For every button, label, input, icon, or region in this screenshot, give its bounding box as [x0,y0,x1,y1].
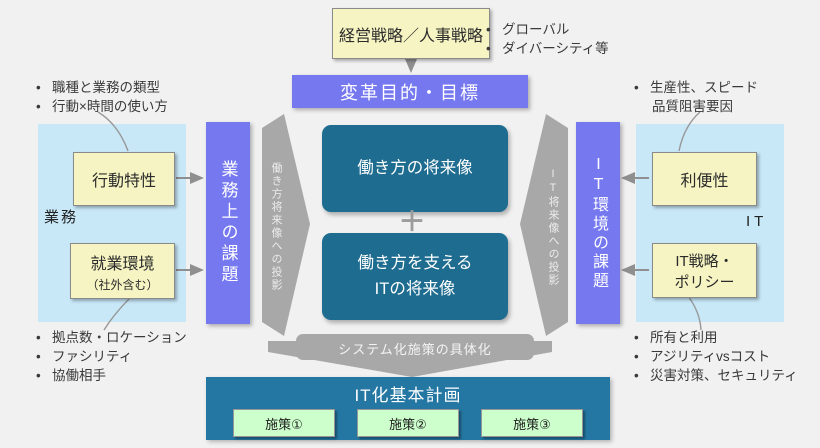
strategy-box-label: 経営戦略／人事戦略 [338,27,483,45]
bullet-item: 拠点数・ロケーション [32,328,187,347]
right-projection-arrow-shape [520,114,568,336]
goal-box: 変革目的・目標 [292,75,528,108]
it-policy-label-line2: ポリシー [674,273,735,291]
bullet-item: 職種と業務の類型 [32,78,168,97]
strategy-bullet-list: グローバル ダイバーシティ等 [482,20,609,58]
business-issues-box: 業務上の課題 [206,122,250,324]
measure-3-box: 施策③ [481,409,583,437]
work-future-box: 働き方の将来像 [322,125,508,212]
behavior-box-label: 行動特性 [91,173,156,190]
it-future-box: 働き方を支える ITの将来像 [322,233,508,320]
it-issues-label: IT環境の課題 [590,155,607,291]
strategy-box: 経営戦略／人事戦略 [332,8,490,59]
right-top-bullet-list: 生産性、スピード 品質阻害要因 [630,78,758,116]
connector-curve [103,297,131,331]
connector-curve [687,295,702,331]
it-future-label-line1: 働き方を支える [357,253,473,272]
it-issues-box: IT環境の課題 [576,122,620,324]
it-plan-box: IT化基本計画 施策① 施策② 施策③ [206,377,610,440]
plus-sign: ＋ [398,207,426,237]
work-env-label-line2: （社外含む） [86,277,159,292]
it-future-label-line2: ITの将来像 [374,279,456,298]
bullet-item: 行動×時間の使い方 [32,97,168,116]
left-top-bullet-list: 職種と業務の類型 行動×時間の使い方 [32,78,168,116]
work-env-label-line1: 就業環境 [90,255,155,273]
bullet-item: ダイバーシティ等 [482,39,609,58]
goal-box-label: 変革目的・目標 [340,82,480,103]
bullet-item-continuation: 品質阻害要因 [652,99,733,114]
bullet-item: グローバル [482,20,609,39]
bullet-item: 災害対策、セキュリティ [630,366,798,385]
convenience-box: 利便性 [652,152,757,206]
bullet-item: 協働相手 [32,366,187,385]
it-plan-title: IT化基本計画 [354,386,462,405]
bullet-item: 所有と利用 [630,328,798,347]
measures-row: 施策① 施策② 施策③ [233,409,583,437]
business-issues-label: 業務上の課題 [218,160,238,286]
work-env-box: 就業環境 （社外含む） [70,243,175,299]
work-future-label: 働き方の将来像 [357,158,473,177]
it-policy-label-line1: IT戦略・ [675,252,734,270]
business-panel-label: 業務 [44,209,79,226]
left-projection-arrow-label: 働き方将来像への投影 [270,162,282,292]
measure-1-box: 施策① [233,409,335,437]
left-bottom-bullet-list: 拠点数・ロケーション ファシリティ 協働相手 [32,328,187,385]
concretize-arrow-label: システム化施策の具体化 [338,342,492,357]
down-chevron-band [296,334,534,360]
it-policy-box: IT戦略・ ポリシー [652,243,757,298]
right-bottom-bullet-list: 所有と利用 アジリティvsコスト 災害対策、セキュリティ [630,328,798,385]
bullet-item: ファシリティ [32,347,187,366]
it-panel-label: IT [746,213,768,230]
behavior-box: 行動特性 [73,152,175,206]
bullet-item: 生産性、スピード [630,78,758,97]
connector-curve [97,111,129,152]
measure-2-box: 施策② [357,409,459,437]
bullet-item: アジリティvsコスト [630,347,798,366]
left-projection-arrow-shape [262,114,310,336]
connector-curve [678,111,701,152]
right-projection-arrow-label: IT将来像への投影 [547,168,559,287]
convenience-box-label: 利便性 [680,173,729,190]
